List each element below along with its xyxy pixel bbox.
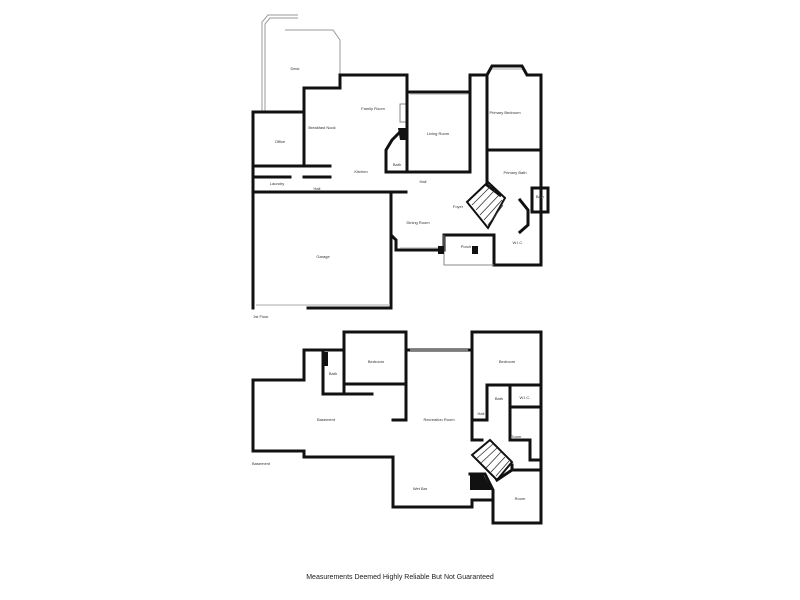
deck-outline <box>261 14 341 112</box>
stair-tread <box>490 456 506 473</box>
room-label-laundry: Laundry <box>270 181 284 186</box>
bath-left-fixture <box>323 352 328 366</box>
stair-tread <box>487 204 504 226</box>
room-label-recreation-room: Recreation Room <box>423 417 455 422</box>
room-label-living-room: Living Room <box>427 131 450 136</box>
porch-column-left <box>438 246 444 254</box>
room-label-garage: Garage <box>316 254 330 259</box>
porch-wall <box>442 233 496 267</box>
room-label-deck: Deck <box>290 66 299 71</box>
bedroom-left-wall <box>342 330 408 422</box>
garage-wall <box>251 190 393 310</box>
stairs-outline <box>465 180 507 230</box>
room-label-wic: W.I.C. <box>520 395 531 400</box>
room-label-basement: Basement <box>317 417 336 422</box>
family-room-fireplace <box>398 128 407 140</box>
room-label-breakfast-nook: Breakfast Nook <box>308 125 335 130</box>
basement-plan: Bedroom Bath Basement Recreation Room Be… <box>251 330 543 525</box>
primary-bedroom-wall <box>468 64 543 267</box>
room-label-bath-right: Bath <box>495 396 503 401</box>
deck-outline-inner <box>264 17 298 112</box>
stair-tread <box>485 451 502 469</box>
level-label-first-floor: 1st Floor <box>253 314 269 319</box>
room-label-family-room: Family Room <box>361 106 385 111</box>
room-label-bath-left: Bath <box>329 371 337 376</box>
bath-right-wall <box>530 186 550 214</box>
room-label-hall-left: Hall <box>314 186 321 191</box>
basement-outer-wall <box>251 330 543 525</box>
first-floor-plan: Deck Family Room Breakfast Nook Office L… <box>251 14 550 319</box>
room-label-bath-small: Bath <box>393 162 401 167</box>
stair-tread <box>471 185 492 206</box>
first-floor-outer-wall <box>302 73 472 114</box>
room-label-wet-bar: Wet Bar <box>413 486 428 491</box>
basement-stairs <box>470 438 514 482</box>
level-label-basement: Basement <box>252 461 271 466</box>
stair-tread <box>479 194 500 216</box>
hall-right-wall <box>470 405 543 462</box>
room-label-bedroom-right: Bedroom <box>499 359 516 364</box>
stair-tread <box>483 199 503 221</box>
room-label-kitchen: Kitchen <box>354 169 367 174</box>
stair-tread <box>495 460 510 477</box>
room-label-primary-bath: Primary Bath <box>503 170 526 175</box>
room-label-office: Office <box>275 139 286 144</box>
room-label-wic: W.I.C. <box>513 240 524 245</box>
living-room-wall <box>405 90 472 174</box>
bedroom-right-wall <box>470 330 543 422</box>
primary-bath-wall <box>485 73 543 235</box>
stair-tread <box>475 189 496 211</box>
stair-tread <box>480 447 498 464</box>
room-label-foyer: Foyer <box>453 204 464 209</box>
kitchen-island-wall <box>384 129 409 174</box>
room-label-bath-right: Bath <box>536 194 544 199</box>
stairs-outline <box>470 438 514 482</box>
porch-outline <box>443 235 494 266</box>
stair-tread <box>475 443 494 460</box>
room-label-bedroom-left: Bedroom <box>368 359 385 364</box>
room-label-dining-room: Dining Room <box>406 220 430 225</box>
room-label-porch: Porch <box>461 244 471 249</box>
office-wall <box>251 110 393 194</box>
room-label-hall: Hall <box>478 411 485 416</box>
room-label-room: Room <box>511 434 522 439</box>
first-floor-stairs <box>465 180 507 230</box>
room-label-room-lower: Room <box>515 496 526 501</box>
room-label-hall-center: Hall <box>420 179 427 184</box>
porch-column-right <box>472 246 478 254</box>
room-label-primary-bedroom: Primary Bedroom <box>489 110 521 115</box>
wet-bar-counter <box>470 474 492 490</box>
measurements-disclaimer: Measurements Deemed Highly Reliable But … <box>306 574 494 581</box>
